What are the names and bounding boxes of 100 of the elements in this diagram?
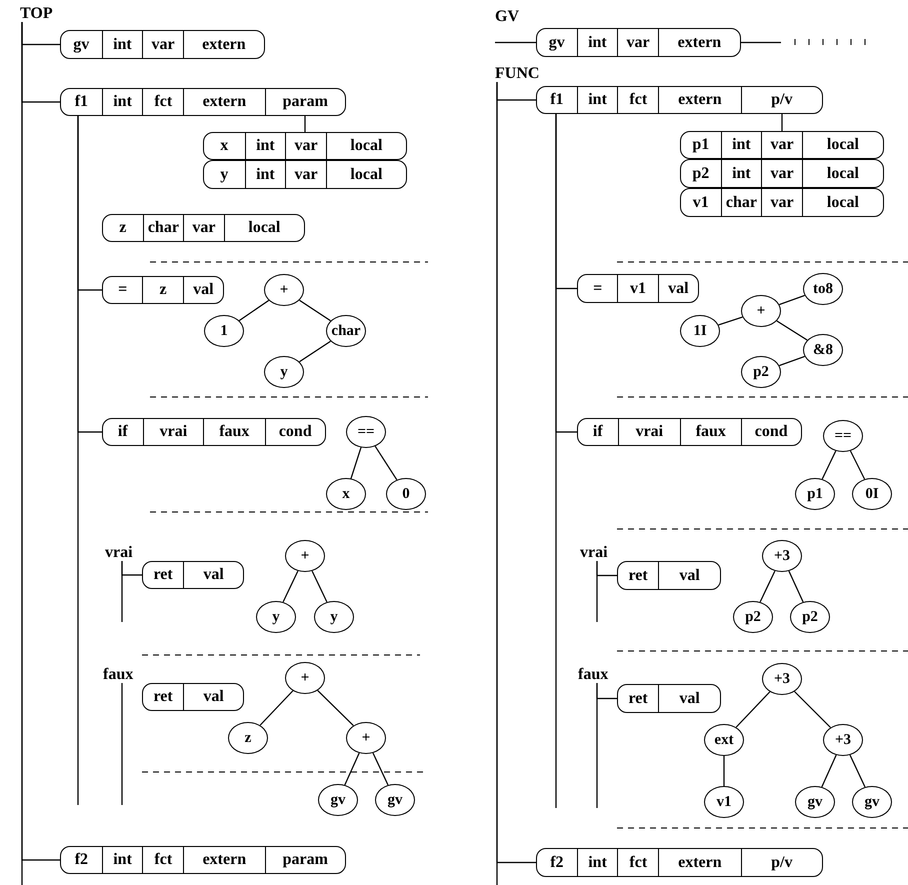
tree-node: gv <box>375 784 415 816</box>
tree-node: z <box>228 722 268 754</box>
tree-node: +3 <box>762 663 802 695</box>
record-field: param <box>264 847 345 873</box>
connector-line <box>596 683 598 808</box>
record-field: val <box>658 685 720 712</box>
record-field: faux <box>680 419 741 445</box>
record-field: int <box>720 132 762 158</box>
connector-line <box>312 570 328 602</box>
connector-line <box>736 691 770 728</box>
record-box <box>680 188 884 217</box>
record-field: int <box>576 87 618 113</box>
record-field: val <box>658 275 698 302</box>
record-box <box>102 418 326 446</box>
tree-node: == <box>346 416 386 448</box>
heading-label: TOP <box>20 5 53 22</box>
connector-line <box>781 114 783 131</box>
connector-line <box>849 754 866 788</box>
record-field: if <box>103 419 143 445</box>
record-field: fct <box>617 87 658 113</box>
connector-line <box>299 300 331 322</box>
tree-node: char <box>326 315 366 347</box>
record-field: var <box>285 161 326 188</box>
connector-line <box>496 82 498 885</box>
record-field: z <box>103 215 143 241</box>
heading-label: faux <box>103 666 134 683</box>
record-field: int <box>720 160 762 187</box>
record-field: vrai <box>142 419 204 445</box>
tree-node: + <box>264 274 304 306</box>
tree-node: &8 <box>803 334 843 366</box>
connector-line <box>776 320 808 341</box>
record-field: = <box>103 277 142 303</box>
connector-line <box>779 356 805 366</box>
record-field: int <box>576 29 618 56</box>
record-field: ret <box>143 562 184 588</box>
heading-label: FUNC <box>495 65 540 82</box>
record-field: int <box>102 89 142 115</box>
record-field: gv <box>537 29 577 56</box>
connector-line <box>741 42 781 44</box>
tree-node: y <box>256 601 296 633</box>
connector-line <box>350 447 362 479</box>
tree-node: p2 <box>790 601 830 633</box>
record-field: local <box>326 161 406 188</box>
record-box <box>142 561 244 589</box>
tree-node: y <box>264 356 304 388</box>
tree-node: + <box>346 722 386 754</box>
record-field: val <box>183 562 243 588</box>
connector-line <box>317 690 354 726</box>
record-box <box>617 684 721 713</box>
connector-line <box>282 570 298 602</box>
connector-line <box>21 22 23 885</box>
record-field: char <box>142 215 184 241</box>
record-field: fct <box>617 849 658 876</box>
record-box <box>102 214 305 242</box>
tree-node: + <box>285 540 325 572</box>
connector-line <box>723 756 725 786</box>
record-field: p2 <box>681 160 721 187</box>
tree-node: +3 <box>823 724 863 756</box>
connector-line <box>304 116 306 132</box>
tree-node: p2 <box>741 356 781 388</box>
record-field: int <box>102 847 142 873</box>
record-field: v1 <box>617 275 658 302</box>
heading-label: vrai <box>580 544 608 561</box>
tree-node: gv <box>795 786 835 818</box>
record-field: var <box>617 29 658 56</box>
connector-line <box>121 561 123 622</box>
record-field: fct <box>142 847 184 873</box>
record-box <box>617 561 721 590</box>
tree-node: v1 <box>704 786 744 818</box>
tree-node: gv <box>852 786 892 818</box>
record-field: ret <box>143 684 184 710</box>
record-field: vrai <box>618 419 680 445</box>
connector-line <box>374 446 398 480</box>
record-field: cond <box>740 419 801 445</box>
tree-node: p1 <box>795 478 835 510</box>
record-box <box>60 30 265 59</box>
connector-line <box>495 42 536 44</box>
heading-label: vrai <box>105 544 133 561</box>
record-field: extern <box>183 89 265 115</box>
connector-line <box>821 754 837 788</box>
connector-line <box>779 294 805 306</box>
record-field: gv <box>61 31 102 58</box>
record-field: z <box>142 277 183 303</box>
tree-node: == <box>823 420 863 452</box>
record-field: int <box>244 133 286 159</box>
record-field: p/v <box>740 849 822 876</box>
tree-node: ext <box>704 724 744 756</box>
record-field: int <box>244 161 286 188</box>
record-field: local <box>326 133 406 159</box>
record-field: f1 <box>537 87 577 113</box>
tree-node: 0 <box>386 478 426 510</box>
record-field: fct <box>142 89 184 115</box>
tree-node: p2 <box>733 601 773 633</box>
record-field: var <box>285 133 326 159</box>
connector-line <box>260 690 294 726</box>
heading-label: GV <box>495 8 519 25</box>
record-box <box>577 418 802 446</box>
connector-line <box>718 316 743 326</box>
record-field: = <box>578 275 618 302</box>
record-field: local <box>802 160 884 187</box>
